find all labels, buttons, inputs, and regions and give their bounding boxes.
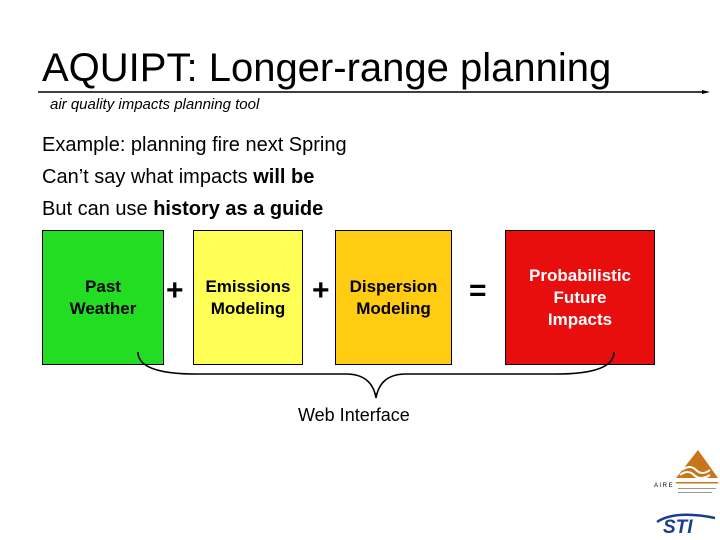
line-1-text: Example: planning fire next Spring bbox=[42, 134, 347, 156]
plus-operator-1: + bbox=[166, 274, 184, 307]
sti-logo-icon: STI bbox=[656, 513, 716, 535]
bullet-line-3: But can use history as a guide bbox=[42, 197, 323, 221]
aire-letters: A I R E bbox=[654, 483, 673, 489]
slide-title: AQUIPT: Longer-range planning bbox=[42, 46, 612, 90]
box-4-line-2: Future bbox=[553, 287, 607, 307]
equals-operator: = bbox=[469, 274, 487, 307]
box-3-line-2: Modeling bbox=[356, 298, 431, 318]
plus-operator-2: + bbox=[312, 274, 330, 307]
web-interface-label: Web Interface bbox=[298, 405, 410, 425]
title-underline-arrow bbox=[38, 90, 710, 94]
box-1-line-2: Weather bbox=[69, 298, 137, 318]
bullet-line-1: Example: planning fire next Spring bbox=[42, 133, 347, 157]
box-4-line-1: Probabilistic bbox=[528, 265, 632, 285]
curly-brace-icon bbox=[137, 351, 615, 399]
box-2-line-2: Modeling bbox=[210, 298, 286, 318]
line-2-text: Can’t say what impacts bbox=[42, 166, 254, 188]
box-2-line-1: Emissions bbox=[205, 276, 291, 296]
line-3-bold: history as a guide bbox=[153, 198, 324, 220]
box-4-line-3: Impacts bbox=[547, 309, 613, 329]
line-3-text: But can use bbox=[42, 198, 154, 220]
slide-subtitle: air quality impacts planning tool bbox=[50, 96, 260, 113]
bullet-line-2: Can’t say what impacts will be bbox=[42, 165, 314, 189]
box-1-line-1: Past bbox=[85, 276, 121, 296]
line-2-bold: will be bbox=[253, 166, 315, 188]
box-3-line-1: Dispersion bbox=[349, 276, 438, 296]
aire-logo-icon: A I R E bbox=[654, 450, 718, 493]
sti-logo-text: STI bbox=[663, 517, 693, 535]
